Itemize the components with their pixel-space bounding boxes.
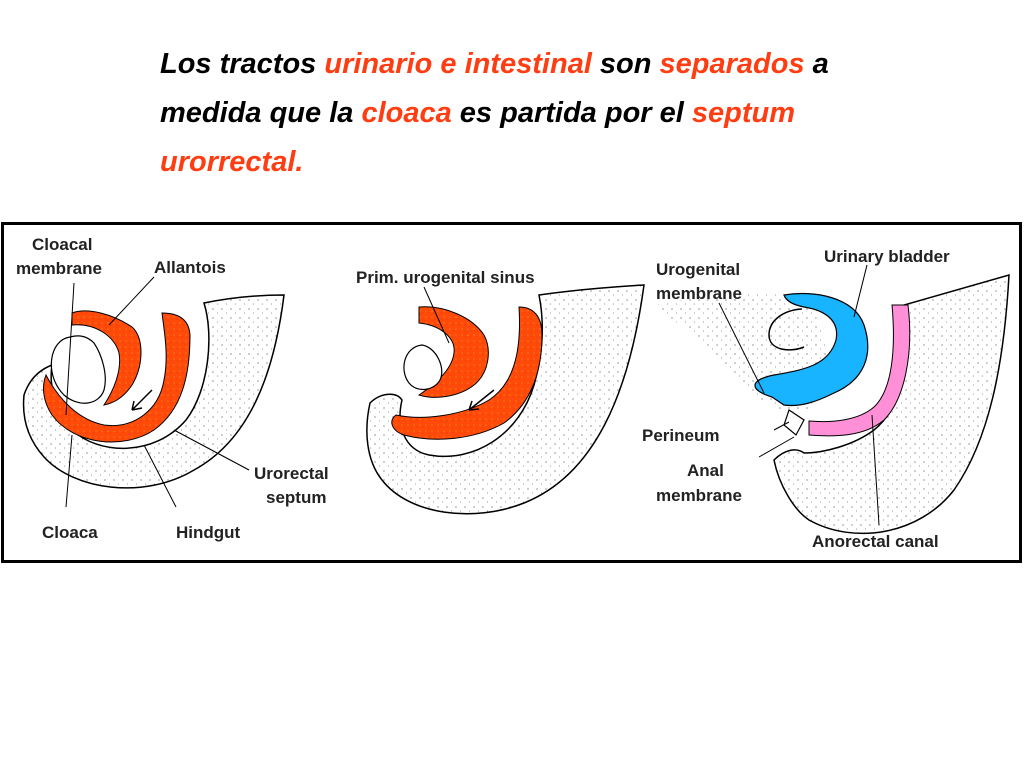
label-cloacal-membrane-1: Cloacal (32, 235, 92, 254)
panel1-embryo-body (22, 294, 285, 489)
panel3-anorectal-canal-pink (808, 304, 911, 437)
panel2-hindgut-orange (391, 306, 543, 440)
panel-2: Prim. urogenital sinus (356, 268, 645, 515)
label-cloacal-membrane-2: membrane (16, 259, 102, 278)
panel1-septum-arrow (131, 389, 153, 411)
panel3-urinary-bladder-blue (754, 292, 869, 407)
label-urogenital-membrane-2: membrane (656, 284, 742, 303)
label-allantois: Allantois (154, 258, 226, 277)
label-urinary-bladder: Urinary bladder (824, 247, 950, 266)
label-urorectal-1: Urorectal (254, 464, 329, 483)
panel-1: Cloacal membrane Allantois Urorectal sep… (16, 235, 329, 542)
panel2-sinus-cavity (403, 344, 443, 390)
panel2-embryo-body (366, 284, 645, 515)
panel2-septum-arrow (468, 389, 495, 411)
embryology-figure: Cloacal membrane Allantois Urorectal sep… (1, 222, 1022, 563)
title-highlight-septum: septum urorrectal. (160, 97, 796, 178)
title-text-4: es partida por el (451, 97, 692, 129)
slide-title: Los tractos urinario e intestinal son se… (160, 40, 920, 187)
panel-3: Urogenital membrane Urinary bladder Peri… (642, 247, 1010, 551)
label-anal-membrane-1: Anal (687, 461, 724, 480)
panel1-cloaca-cavity (50, 335, 106, 404)
title-text-2: son (591, 48, 660, 80)
title-text-3: a medida que la (160, 48, 829, 129)
figure-canvas: Cloacal membrane Allantois Urorectal sep… (16, 235, 1010, 551)
panel3-urogenital-membrane (768, 308, 805, 351)
label-urogenital-membrane-1: Urogenital (656, 260, 740, 279)
label-urorectal-2: septum (266, 488, 326, 507)
label-anal-membrane-2: membrane (656, 486, 742, 505)
panel1-allantois-orange (71, 310, 142, 406)
panel2-urogenital-orange (417, 306, 489, 398)
title-highlight-cloaca: cloaca (361, 97, 452, 129)
title-highlight-separados: separados (659, 48, 805, 80)
label-anorectal-canal: Anorectal canal (812, 532, 939, 551)
label-perineum: Perineum (642, 426, 719, 445)
title-text-1: Los tractos (160, 48, 325, 80)
label-prim-urogenital-sinus: Prim. urogenital sinus (356, 268, 535, 287)
panel1-hindgut-orange (43, 312, 191, 443)
panel3-perineum-wedge (783, 409, 805, 436)
label-cloaca: Cloaca (42, 523, 98, 542)
title-highlight-urinario-intestinal: urinario e intestinal (324, 48, 592, 80)
label-hindgut: Hindgut (176, 523, 241, 542)
